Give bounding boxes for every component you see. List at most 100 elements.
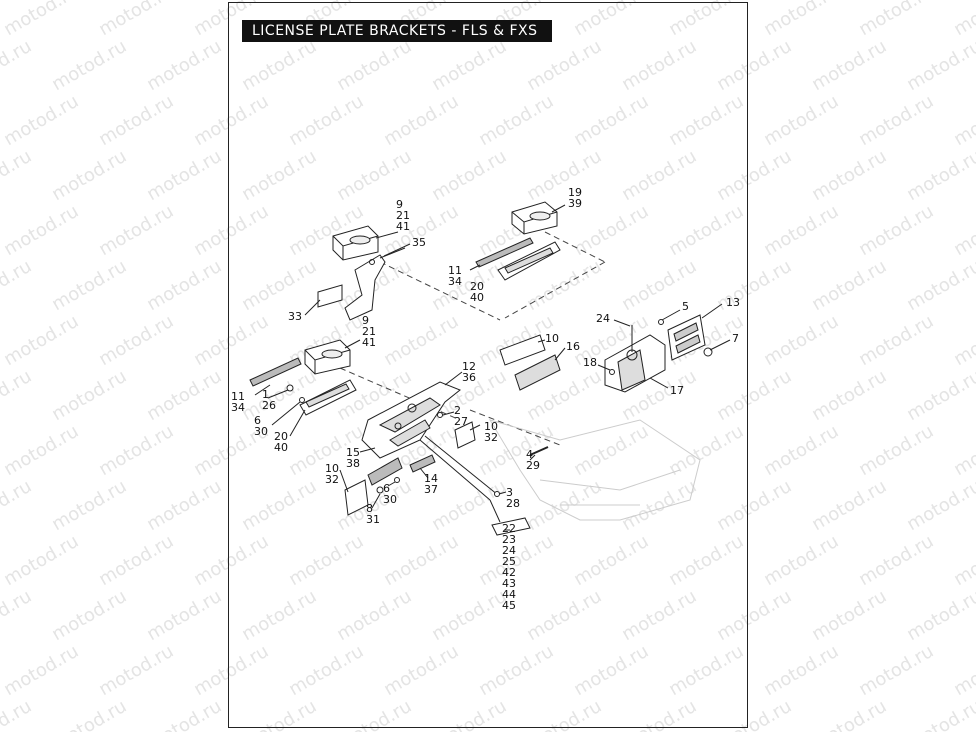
callout-number: 23 — [502, 533, 516, 546]
callout-number: 32 — [484, 431, 498, 444]
callout-number: 16 — [566, 340, 580, 353]
callout-c_5: 5 — [682, 300, 689, 313]
callout-number: 24 — [502, 544, 516, 557]
callout-number: 45 — [502, 599, 516, 612]
callout-number: 21 — [396, 209, 410, 222]
strip-11-34-top — [475, 237, 534, 268]
callout-number: 9 — [396, 198, 403, 211]
callout-number: 10 — [484, 420, 498, 433]
callout-c_24: 24 — [596, 312, 610, 325]
callout-c_16: 16 — [566, 340, 580, 353]
screw-6-left — [299, 397, 305, 403]
lamp-top-right — [511, 201, 558, 235]
callout-number: 6 — [383, 482, 390, 495]
screw-3 — [494, 491, 500, 497]
callout-number: 30 — [383, 493, 397, 506]
plate-33 — [317, 284, 343, 308]
callout-number: 8 — [366, 502, 373, 515]
callout-number: 28 — [506, 497, 520, 510]
callout-number: 35 — [412, 236, 426, 249]
callout-number: 33 — [288, 310, 302, 323]
assembly-lines — [339, 231, 606, 446]
callout-number: 40 — [470, 291, 484, 304]
callout-number: 2 — [454, 404, 461, 417]
callout-number: 10 — [545, 332, 559, 345]
callout-number: 4 — [526, 448, 533, 461]
main-bracket-12-36 — [361, 381, 499, 501]
callout-number: 39 — [568, 197, 582, 210]
callout-number: 26 — [262, 399, 276, 412]
callout-number: 25 — [502, 555, 516, 568]
bracket-20-40-top — [497, 241, 561, 281]
callout-number: 24 — [596, 312, 610, 325]
callout-number: 15 — [346, 446, 360, 459]
callout-number: 10 — [325, 462, 339, 475]
callout-number: 20 — [470, 280, 484, 293]
callout-number: 37 — [424, 483, 438, 496]
callout-number: 41 — [396, 220, 410, 233]
callout-c_35: 35 — [412, 236, 426, 249]
plate-10-32-left — [344, 479, 369, 516]
light-14-37 — [409, 454, 436, 473]
callout-number: 40 — [274, 441, 288, 454]
diagram-title: LICENSE PLATE BRACKETS - FLS & FXS — [242, 20, 552, 42]
lamp-mid-left — [304, 339, 351, 375]
callout-number: 42 — [502, 566, 516, 579]
diagram-frame — [228, 2, 748, 728]
callout-c_18: 18 — [583, 356, 597, 369]
lamp-top-left — [332, 225, 379, 261]
plate-16 — [514, 354, 561, 391]
housing-17 — [604, 325, 666, 393]
frame-outline — [488, 419, 701, 521]
callout-number: 44 — [502, 588, 516, 601]
connector-22 — [491, 517, 531, 536]
screw-5 — [658, 319, 664, 325]
screw-6-bottom — [394, 477, 400, 483]
callout-number: 11 — [231, 390, 245, 403]
bracket-15-38 — [367, 457, 403, 486]
bracket-35 — [344, 247, 406, 321]
leader-lines — [254, 204, 731, 531]
callout-number: 20 — [274, 430, 288, 443]
callout-number: 32 — [325, 473, 339, 486]
callout-number: 22 — [502, 522, 516, 535]
plate-10 — [499, 334, 546, 366]
callout-number: 21 — [362, 325, 376, 338]
callout-c_17: 17 — [670, 384, 684, 397]
callout-number: 30 — [254, 425, 268, 438]
callout-number: 27 — [454, 415, 468, 428]
callout-c_13: 13 — [726, 296, 740, 309]
callout-c_10_right: 10 — [545, 332, 559, 345]
callout-number: 19 — [568, 186, 582, 199]
callout-number: 34 — [231, 401, 245, 414]
callout-number: 13 — [726, 296, 740, 309]
callout-number: 3 — [506, 486, 513, 499]
lamp-13 — [667, 314, 706, 361]
screw-4 — [529, 446, 549, 456]
plate-10-32-right — [454, 421, 476, 449]
callout-number: 7 — [732, 332, 739, 345]
callout-number: 11 — [448, 264, 462, 277]
strip-11-34-left — [249, 357, 302, 387]
callout-number: 1 — [262, 388, 269, 401]
